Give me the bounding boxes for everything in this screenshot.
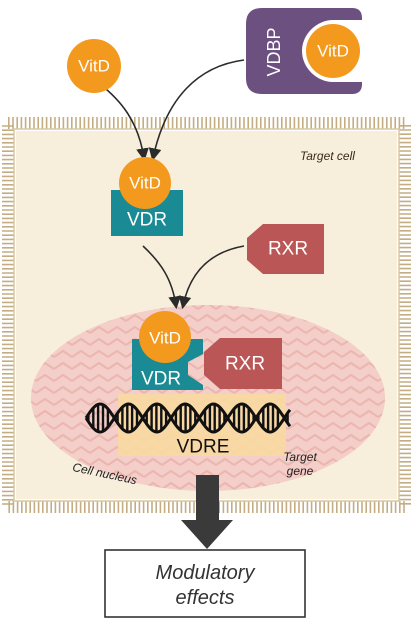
vdr-rxr-heterodimer: [132, 311, 282, 390]
arrow-vdr-to-nucleus: [142, 245, 181, 310]
bound-vitd-molecule: [306, 24, 360, 78]
target-cell-label: Target cell: [300, 149, 355, 163]
arrow-rxr-to-nucleus: [178, 245, 245, 310]
outcome-line-2: effects: [175, 587, 235, 609]
rxr-label-free: RXR: [267, 238, 309, 260]
arrow-vdbp-to-vdr: [148, 59, 245, 162]
vdbp-carrier: [246, 8, 362, 94]
target-gene-line-2: gene: [286, 464, 314, 478]
outcome-label: Modulatory effects: [105, 561, 305, 611]
vitd-label-vdr: VitD: [129, 173, 161, 193]
outcome-box: [104, 549, 306, 618]
vdbp-label: VDBP: [264, 27, 284, 77]
rxr-receptor: [247, 224, 324, 274]
free-vitd-molecule: [67, 39, 121, 93]
vitd-label-nucleus: VitD: [149, 328, 181, 348]
vdre-label: VDRE: [176, 436, 230, 458]
vitd-label-vdbp: VitD: [317, 41, 349, 61]
pathway-arrows: [99, 59, 245, 310]
outcome-line-1: Modulatory: [155, 562, 255, 584]
vdr-label-cytoplasm: VDR: [126, 209, 168, 231]
target-gene-line-1: Target: [283, 450, 317, 464]
target-gene-label: Target gene: [283, 450, 317, 478]
vitd-label-free: VitD: [78, 56, 110, 76]
rxr-label-nucleus: RXR: [224, 353, 266, 375]
vdr-label-nucleus: VDR: [140, 368, 182, 390]
dna-helix-icon: [84, 402, 292, 434]
output-arrow: [181, 475, 233, 549]
vdr-vitd-complex: [111, 157, 183, 236]
